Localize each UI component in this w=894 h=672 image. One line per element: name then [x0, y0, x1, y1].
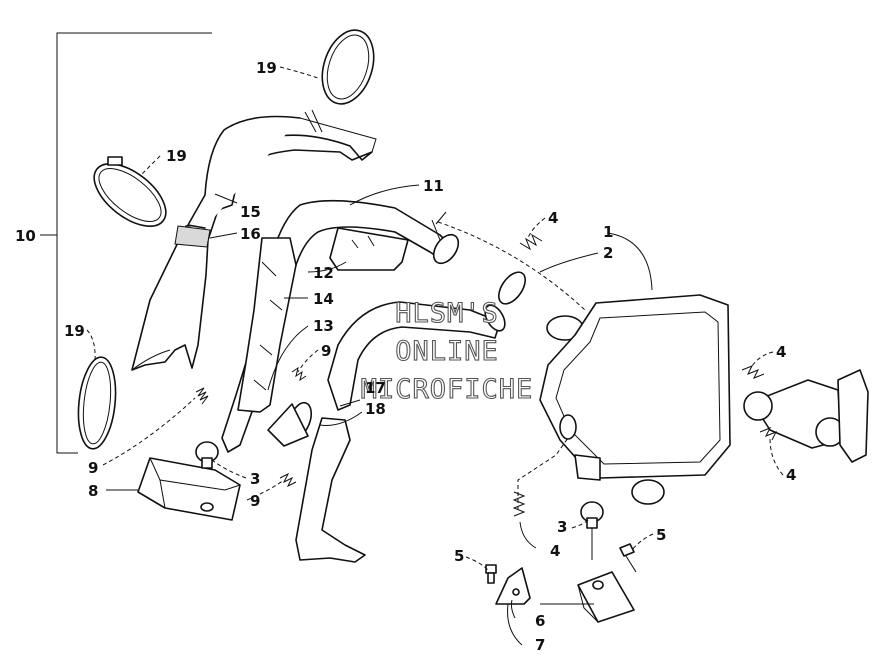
callout-4-right-lower: 4	[786, 466, 796, 484]
callout-12: 12	[313, 264, 334, 282]
callout-2: 2	[603, 244, 613, 262]
assembly-bracket-10	[40, 32, 212, 454]
watermark-line-1: HLSM'S	[395, 298, 499, 329]
callout-9-left: 9	[88, 459, 98, 477]
callout-15: 15	[240, 203, 261, 221]
clamp-19-left	[93, 156, 167, 227]
callout-4-top: 4	[548, 209, 558, 227]
exhaust-pipe-17-18	[295, 301, 506, 563]
spring-4-lower	[512, 491, 526, 517]
watermark-line-2: ONLINE	[395, 336, 499, 367]
callout-1: 1	[603, 223, 613, 241]
bolt-5-right	[619, 543, 637, 573]
callout-6: 6	[535, 612, 545, 630]
spring-4-upper	[519, 233, 543, 251]
bracket-6-right	[577, 571, 635, 623]
leader-lines	[86, 66, 784, 646]
callout-3-left: 3	[250, 470, 260, 488]
callout-19-top: 19	[256, 59, 277, 77]
callout-8: 8	[88, 482, 98, 500]
spring-9-lower	[279, 472, 297, 488]
callout-4-lower: 4	[550, 542, 560, 560]
callout-16: 16	[240, 225, 261, 243]
muffler-1	[539, 294, 731, 505]
gasket-ring	[498, 271, 584, 341]
spring-9-left	[195, 387, 209, 405]
exhaust-pipe-15-16	[131, 109, 377, 371]
pipe-coupler	[267, 401, 313, 447]
heat-shield-13-14	[237, 237, 297, 413]
callout-19-left: 19	[166, 147, 187, 165]
callout-14: 14	[313, 290, 334, 308]
callout-10: 10	[15, 227, 36, 245]
callout-18: 18	[365, 400, 386, 418]
callout-9-mid: 9	[321, 342, 331, 360]
callout-13: 13	[313, 317, 334, 335]
bolt-5-left	[485, 564, 497, 584]
spring-9-mid	[291, 366, 307, 382]
callout-19-lower: 19	[64, 322, 85, 340]
mount-bracket-right	[741, 365, 869, 463]
callout-labels: 10 19 19 15 16 19 9 8 3 9 11 12 14 13 9 …	[15, 59, 796, 654]
bracket-6-7-left	[495, 567, 531, 605]
callout-9-lower: 9	[250, 492, 260, 510]
grommet-3-left	[195, 441, 219, 469]
callout-5-right: 5	[656, 526, 666, 544]
watermark-line-3: MICROFICHE	[361, 374, 534, 405]
watermark: HLSM'S ONLINE MICROFICHE	[360, 297, 534, 405]
callout-17: 17	[365, 379, 386, 397]
bracket-8	[137, 457, 241, 521]
callout-11: 11	[423, 177, 444, 195]
callout-7: 7	[535, 636, 545, 654]
clamp-19-lower	[77, 356, 117, 450]
heat-shield-12	[329, 227, 409, 271]
callout-5-left: 5	[454, 547, 464, 565]
clamp-19-top	[321, 29, 375, 105]
callout-4-right-upper: 4	[776, 343, 786, 361]
grommet-3-right	[580, 501, 604, 560]
callout-3-right: 3	[557, 518, 567, 536]
